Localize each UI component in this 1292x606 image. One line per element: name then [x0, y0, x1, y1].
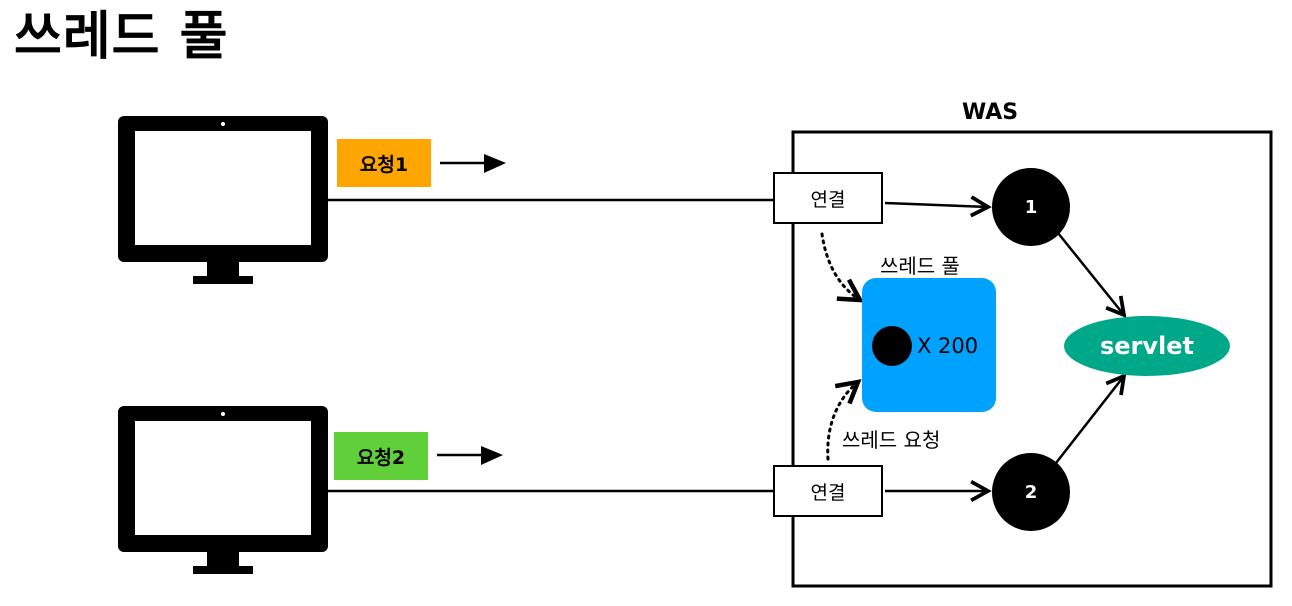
request-2-arrow-icon	[437, 446, 503, 465]
thread-node-2: 2	[992, 453, 1070, 531]
thread-node-1: 1	[992, 168, 1070, 246]
request-1-label: 요청1	[337, 139, 431, 187]
thread-dot-icon	[872, 326, 912, 366]
page-title: 쓰레드 풀	[14, 7, 229, 67]
thread-pool-label: 쓰레드 풀	[880, 254, 960, 278]
servlet-node: servlet	[1064, 316, 1230, 376]
request-2-label: 요청2	[334, 432, 428, 480]
thread-pool-count: X 200	[917, 334, 979, 358]
thread-request-label: 쓰레드 요청	[842, 428, 941, 452]
thread-pool-box: X 200	[862, 278, 996, 412]
request-1-arrow-icon	[440, 154, 506, 173]
connection-box-2: 연결	[773, 465, 883, 517]
client-monitor-1-icon	[118, 116, 328, 284]
was-label: WAS	[962, 100, 1019, 125]
was-container	[791, 130, 1273, 588]
connection-box-1: 연결	[773, 172, 883, 224]
client-monitor-2-icon	[118, 406, 328, 574]
